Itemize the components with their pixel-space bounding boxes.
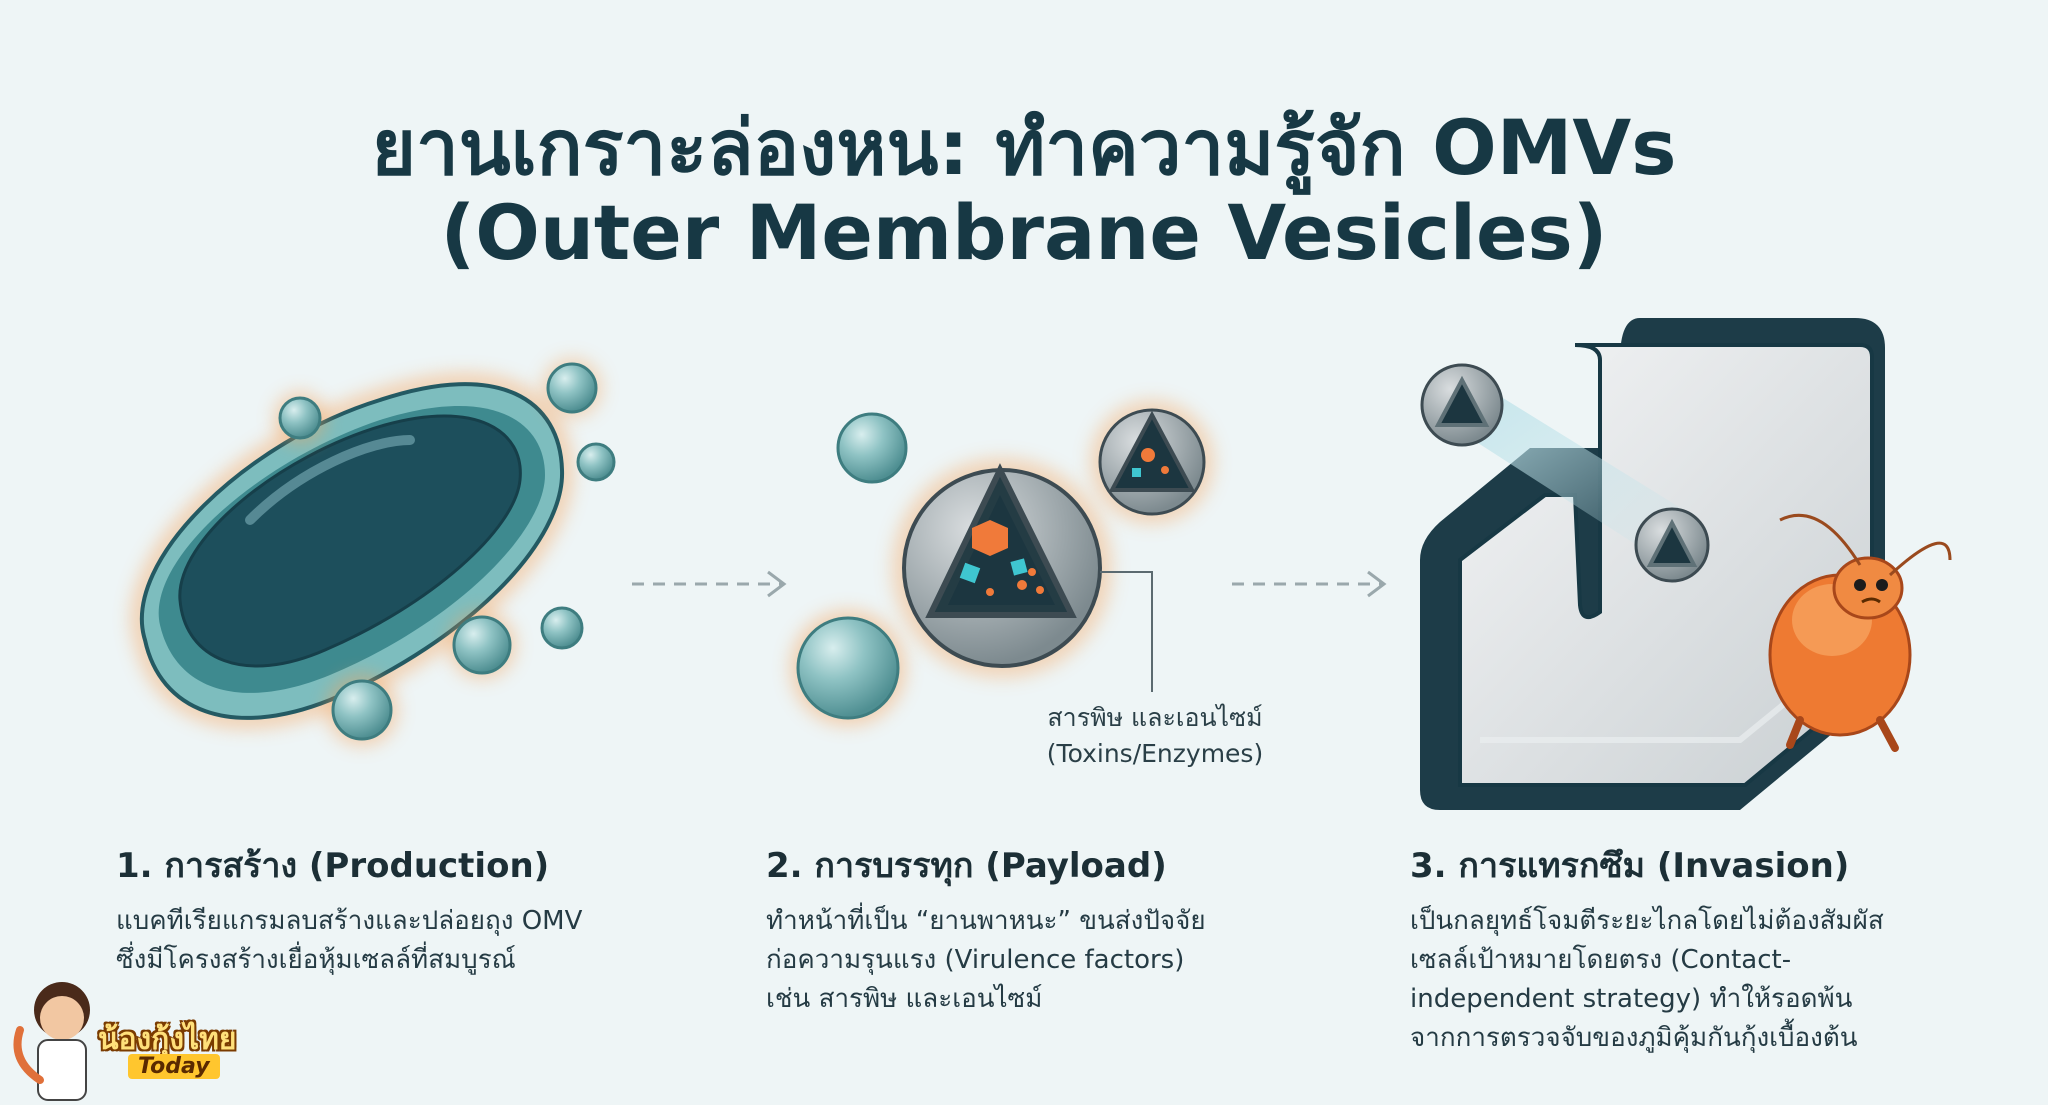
step-payload: 2. การบรรทุก (Payload) ทำหน้าที่เป็น “ยา… xyxy=(766,838,1326,1019)
bacterium-icon xyxy=(131,373,574,729)
step-description: ทำหน้าที่เป็น “ยานพาหนะ” ขนส่งปัจจัย ก่อ… xyxy=(766,906,1206,1014)
step-invasion: 3. การแทรกซึม (Invasion) เป็นกลยุทธ์โจมต… xyxy=(1410,838,2010,1058)
step-description: เป็นกลยุทธ์โจมตีระยะไกลโดยไม่ต้องสัมผัส … xyxy=(1410,906,1884,1053)
callout-line-1: สารพิษ และเอนไซม์ xyxy=(1047,703,1263,732)
step-heading: 2. การบรรทุก (Payload) xyxy=(766,846,1167,886)
step-heading: 1. การสร้าง (Production) xyxy=(116,846,550,886)
page-title-line-1: ยานเกราะล่องหน: ทำความรู้จัก OMVs xyxy=(371,103,1677,192)
dashed-arrow-icon xyxy=(632,570,1387,598)
vesicle-icon xyxy=(790,412,908,726)
logo-name: น้องกุ้งไทย xyxy=(98,1022,237,1057)
step-production: 1. การสร้าง (Production) แบคทีเรียแกรมลบ… xyxy=(116,838,676,980)
logo-tagline: Today xyxy=(128,1054,220,1079)
step-description: แบคทีเรียแกรมลบสร้างและปล่อยถุง OMV ซึ่ง… xyxy=(116,906,583,975)
shrimp-mascot-icon xyxy=(1768,513,1952,752)
vesicle-cross-section-icon xyxy=(892,400,1214,678)
vesicle-icon xyxy=(274,358,616,746)
page-title-line-2: (Outer Membrane Vesicles) xyxy=(440,188,1608,277)
callout-line-2: (Toxins/Enzymes) xyxy=(1046,739,1264,768)
vesicle-cross-section-icon xyxy=(1420,363,1710,583)
toxins-callout-label: สารพิษ และเอนไซม์ (Toxins/Enzymes) xyxy=(1030,700,1280,772)
step-heading: 3. การแทรกซึม (Invasion) xyxy=(1410,846,1850,886)
logo-mascot-icon xyxy=(13,982,90,1101)
callout-leader-line xyxy=(1100,571,1153,692)
